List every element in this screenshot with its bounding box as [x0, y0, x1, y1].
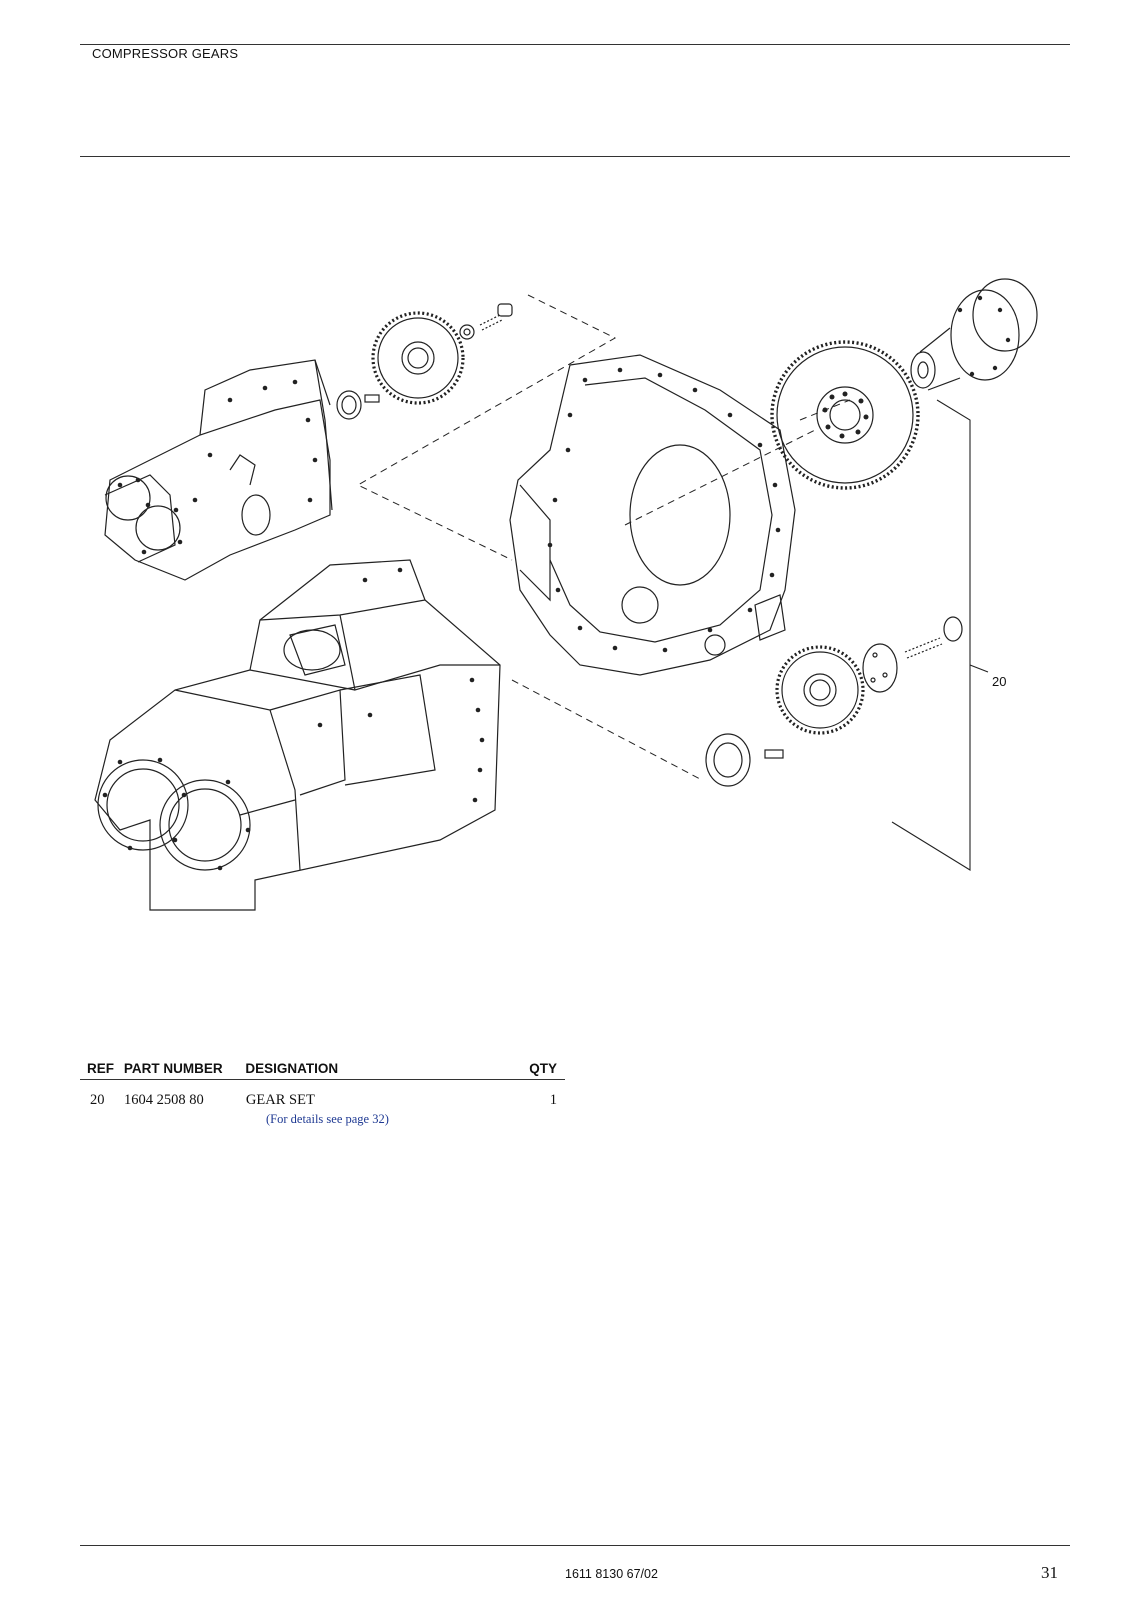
column-header-designation: DESIGNATION — [245, 1061, 339, 1076]
top-rule — [80, 44, 1070, 45]
column-header-part-number: PART NUMBER — [123, 1061, 223, 1076]
footer-rule — [80, 1545, 1070, 1546]
parts-table-header: REF PART NUMBER DESIGNATION QTY — [80, 1056, 565, 1080]
large-gear — [770, 340, 920, 490]
upper-small-gear — [336, 303, 513, 420]
page-number: 31 — [1041, 1563, 1058, 1582]
row-designation: GEAR SET — [245, 1092, 315, 1108]
row-ref: 20 — [90, 1092, 105, 1108]
parts-table: REF PART NUMBER DESIGNATION QTY 20 1604 … — [80, 1056, 565, 1127]
column-header-qty: QTY — [529, 1061, 557, 1076]
lower-compressor-element — [94, 559, 501, 911]
table-row: 20 1604 2508 80 GEAR SET 1 — [80, 1092, 565, 1109]
lower-small-gear — [705, 616, 963, 787]
gear-housing — [509, 354, 796, 676]
document-number: 1611 8130 67/02 — [565, 1567, 658, 1581]
row-part-number: 1604 2508 80 — [123, 1092, 204, 1108]
header-bottom-rule — [80, 156, 1070, 157]
section-title: COMPRESSOR GEARS — [92, 46, 239, 61]
row-qty: 1 — [549, 1092, 558, 1108]
exploded-view-drawing: 20 — [80, 270, 1070, 950]
assembly-dashed-lines — [356, 294, 851, 781]
details-link[interactable]: (For details see page 32) — [266, 1112, 389, 1126]
callout-bracket-20 — [891, 399, 989, 871]
column-header-ref: REF — [87, 1061, 114, 1076]
gear-hub — [910, 278, 1038, 391]
callout-label-20: 20 — [992, 674, 1006, 689]
upper-compressor-element — [104, 359, 333, 581]
